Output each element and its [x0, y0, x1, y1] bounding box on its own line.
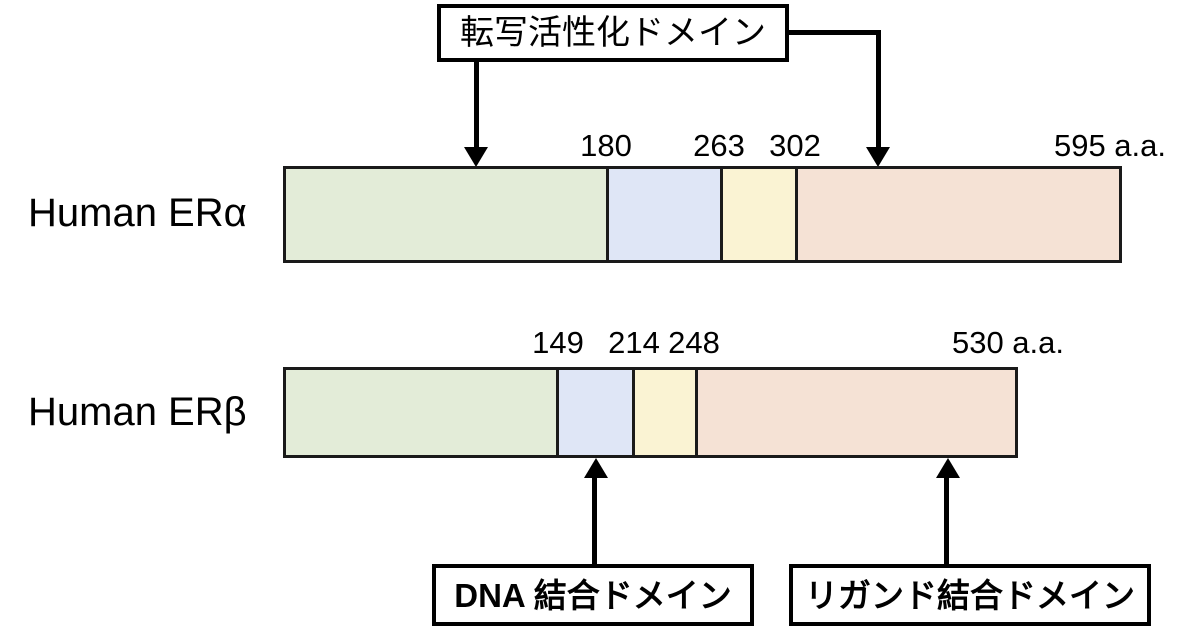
segment-er-beta-ntd: [286, 370, 559, 455]
connector-transactivation-left-line: [474, 62, 479, 150]
position-label-er-alpha-302: 302: [769, 128, 821, 163]
segment-er-beta-hinge: [635, 370, 698, 455]
length-label-er-alpha: 595 a.a.: [1053, 128, 1167, 163]
connector-transactivation-right-vertical: [876, 30, 881, 150]
position-label-er-alpha-263: 263: [693, 128, 745, 163]
protein-bar-er-beta: [283, 367, 1018, 458]
callout-transactivation-label: 転写活性化ドメイン: [460, 14, 766, 52]
protein-label-er-beta: Human ERβ: [28, 390, 247, 434]
connector-transactivation-right-horizontal: [789, 30, 881, 35]
segment-er-alpha-ntd: [286, 169, 609, 260]
connector-transactivation-right-arrowhead: [866, 147, 890, 167]
position-label-er-alpha-180: 180: [580, 128, 632, 163]
length-label-er-beta: 530 a.a.: [951, 325, 1065, 360]
segment-er-alpha-dbd: [609, 169, 723, 260]
protein-bar-er-alpha: [283, 166, 1122, 263]
segment-er-alpha-lbd: [798, 169, 1119, 260]
segment-er-beta-lbd: [698, 370, 1015, 455]
callout-transactivation-domain: 転写活性化ドメイン: [437, 4, 789, 62]
connector-dna-binding-line: [592, 476, 597, 568]
segment-er-beta-dbd: [559, 370, 635, 455]
callout-dna-binding-domain: DNA 結合ドメイン: [432, 564, 754, 626]
position-label-er-beta-149: 149: [532, 325, 584, 360]
position-label-er-beta-214: 214: [608, 325, 660, 360]
callout-dna-binding-label: DNA 結合ドメイン: [454, 576, 732, 614]
connector-dna-binding-arrowhead: [584, 458, 608, 478]
callout-ligand-binding-domain: リガンド結合ドメイン: [789, 564, 1151, 626]
callout-ligand-binding-label: リガンド結合ドメイン: [805, 576, 1135, 614]
segment-er-alpha-hinge: [723, 169, 798, 260]
connector-ligand-binding-arrowhead: [936, 458, 960, 478]
connector-ligand-binding-line: [944, 476, 949, 568]
position-label-er-beta-248: 248: [668, 325, 720, 360]
connector-transactivation-left-arrowhead: [464, 147, 488, 167]
protein-label-er-alpha: Human ERα: [28, 191, 247, 235]
